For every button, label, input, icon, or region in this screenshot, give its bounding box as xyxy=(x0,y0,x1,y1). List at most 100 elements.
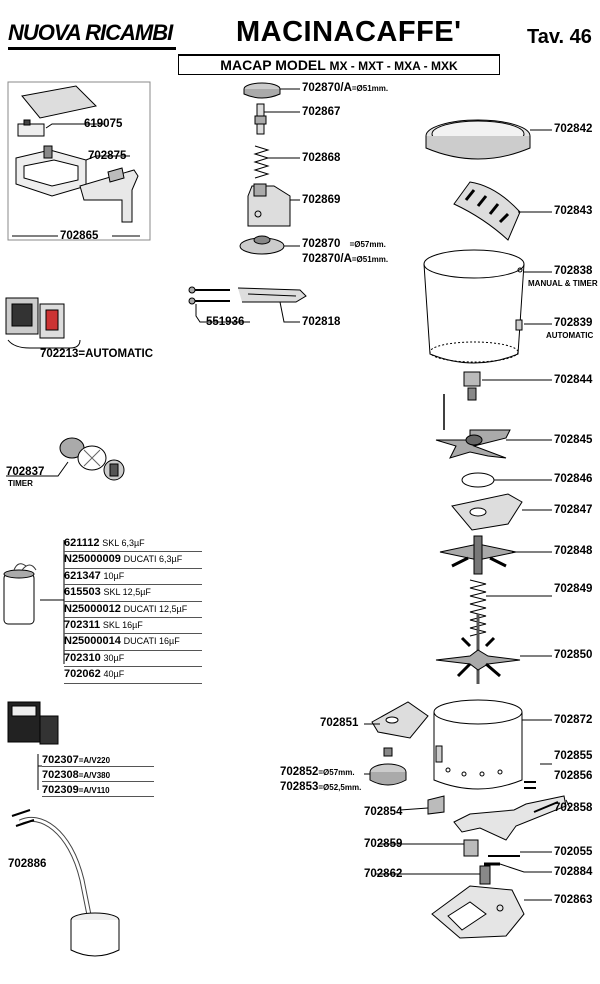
table-row: N25000012 DUCATI 12,5µF xyxy=(64,602,202,618)
part-702862 xyxy=(479,865,491,885)
label-702852-code: 702852 xyxy=(280,766,319,778)
label-702839: 702839 xyxy=(554,317,593,329)
label-702872: 702872 xyxy=(554,714,593,726)
table-row: N25000014 DUCATI 16µF xyxy=(64,634,202,651)
contactor-bracket xyxy=(37,754,42,790)
label-702845: 702845 xyxy=(554,434,593,446)
brand-logo: NUOVA RICAMBI xyxy=(8,20,173,45)
cover-702851 xyxy=(371,701,429,739)
table-row: 621112 SKL 6,3µF xyxy=(64,536,202,553)
plate-702847 xyxy=(451,493,523,531)
label-702850: 702850 xyxy=(554,649,593,661)
label-702213: 702213=AUTOMATIC xyxy=(40,348,154,360)
label-702870-code: 702870 xyxy=(302,238,341,250)
switch-kit-frame xyxy=(7,81,151,241)
label-702870: 702870 =Ø57mm. xyxy=(302,238,386,250)
label-702853-code: 702853 xyxy=(280,781,319,793)
model-prefix: MACAP MODEL xyxy=(220,57,326,73)
label-702838: 702838 xyxy=(554,265,593,277)
label-702847: 702847 xyxy=(554,504,593,516)
label-702837: 702837 xyxy=(6,466,45,478)
table-row: 702311 SKL 16µF xyxy=(64,618,202,635)
label-702858: 702858 xyxy=(554,802,593,814)
label-702859: 702859 xyxy=(364,838,403,850)
grid-702843 xyxy=(453,181,521,241)
label-702846: 702846 xyxy=(554,473,593,485)
table-row: 615503 SKL 12,5µF xyxy=(64,585,202,602)
label-702848: 702848 xyxy=(554,545,593,557)
label-702818: 702818 xyxy=(302,316,341,328)
label-702868: 702868 xyxy=(302,152,341,164)
label-702870a: 702870/A=Ø51mm. xyxy=(302,253,388,265)
table-row: 702307=A/V220 xyxy=(42,752,154,767)
leader-702837 xyxy=(6,461,69,477)
table-row: 702062 40µF xyxy=(64,667,202,684)
table-row: N25000009 DUCATI 6,3µF xyxy=(64,552,202,569)
label-702856: 702856 xyxy=(554,770,593,782)
note-timer: TIMER xyxy=(8,479,33,488)
lever-part xyxy=(79,169,139,223)
table-number: Tav. 46 xyxy=(527,26,592,48)
capacitor-body xyxy=(3,573,35,625)
label-702862: 702862 xyxy=(364,868,403,880)
label-702869: 702869 xyxy=(302,194,341,206)
microswitch-part xyxy=(17,123,45,137)
table-row: 702310 30µF xyxy=(64,651,202,668)
note-702839: AUTOMATIC xyxy=(546,331,594,340)
label-702844: 702844 xyxy=(554,374,593,386)
part-702859 xyxy=(463,839,479,857)
brand-underline xyxy=(8,47,176,50)
label-619075: 619075 xyxy=(84,118,123,130)
note-702838: MANUAL & TIMER xyxy=(528,279,598,288)
label-702852: 702852=Ø57mm. xyxy=(280,766,355,778)
label-702863: 702863 xyxy=(554,894,593,906)
label-702849: 702849 xyxy=(554,583,593,595)
screws-551936 xyxy=(192,289,230,302)
label-702886: 702886 xyxy=(8,858,47,870)
leader-619075 xyxy=(45,123,104,129)
model-subtitle: MACAP MODEL MX - MXT - MXA - MXK xyxy=(178,54,500,75)
label-702875: 702875 xyxy=(88,150,127,162)
body-702872 xyxy=(433,699,523,725)
part-702854 xyxy=(427,795,445,815)
label-702851: 702851 xyxy=(320,717,359,729)
label-702852-size: =Ø57mm. xyxy=(318,768,355,777)
label-702854: 702854 xyxy=(364,806,403,818)
label-702853: 702853=Ø52,5mm. xyxy=(280,781,361,793)
label-551936: 551936 xyxy=(206,316,245,328)
capacitor-table: 621112 SKL 6,3µF N25000009 DUCATI 6,3µF … xyxy=(64,536,202,684)
label-702843: 702843 xyxy=(554,205,593,217)
switch-cover-plate xyxy=(21,85,98,119)
page-title: MACINACAFFE' xyxy=(236,16,462,48)
label-702870a-top-code: 702870/A xyxy=(302,82,352,94)
label-702884: 702884 xyxy=(554,866,593,878)
model-list: MX - MXT - MXA - MXK xyxy=(329,59,458,73)
label-702870-size: =Ø57mm. xyxy=(349,240,386,249)
label-702870a-size: =Ø51mm. xyxy=(351,255,389,264)
label-702853-size: =Ø52,5mm. xyxy=(318,783,362,792)
label-702865: 702865 xyxy=(60,230,99,242)
nut-702844 xyxy=(463,371,481,387)
pin-702856 xyxy=(524,781,536,789)
switch-bracket xyxy=(7,339,81,349)
spring-702868 xyxy=(253,145,270,179)
table-row: 702308=A/V380 xyxy=(42,767,154,782)
leader-702875 xyxy=(85,155,130,161)
label-702870a-code: 702870/A xyxy=(302,253,352,265)
blade-702850 xyxy=(435,649,521,671)
table-row: 702309=A/V110 xyxy=(42,782,154,797)
label-702842: 702842 xyxy=(554,123,593,135)
lever-702858 xyxy=(453,795,567,841)
spring-702849 xyxy=(469,579,487,637)
hopper-702838 xyxy=(423,249,525,279)
label-702867: 702867 xyxy=(302,106,341,118)
label-702870a-top: 702870/A=Ø51mm. xyxy=(302,82,388,94)
table-row: 621347 10µF xyxy=(64,569,202,586)
label-702855: 702855 xyxy=(554,750,593,762)
label-702055: 702055 xyxy=(554,846,593,858)
contactor-table: 702307=A/V220 702308=A/V380 702309=A/V11… xyxy=(42,752,154,797)
capacitor-bracket xyxy=(40,540,65,664)
label-702870a-top-size: =Ø51mm. xyxy=(351,84,389,93)
ring-702846 xyxy=(461,472,495,488)
